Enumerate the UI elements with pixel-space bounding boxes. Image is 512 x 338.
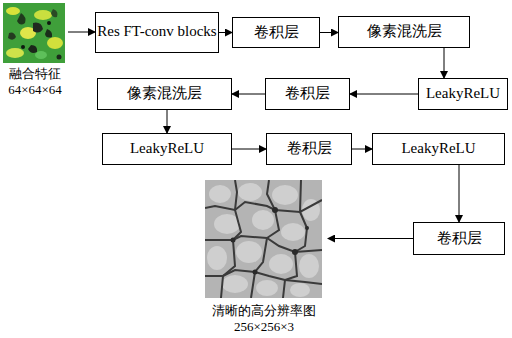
output-image: 清晰的高分辨率图256×256×3 [200, 180, 328, 335]
feature-input: 融合特征64×64×64 [2, 2, 68, 98]
box-label: LeakyReLU [401, 140, 475, 157]
conv-layer: 卷积层 [266, 133, 352, 165]
conv-layer: 卷积层 [413, 222, 505, 255]
box-label: 卷积层 [254, 24, 299, 41]
box-label: 卷积层 [437, 230, 482, 247]
box-label: LeakyReLU [426, 85, 500, 102]
fused-feature-map [3, 3, 65, 63]
res-block: Res FT-conv blocks [95, 12, 219, 53]
box-label: 像素混洗层 [367, 23, 442, 40]
activation-box: LeakyReLU [418, 78, 508, 110]
flow-arrow [232, 149, 266, 150]
flow-arrow [232, 94, 265, 95]
flow-arrow [68, 32, 95, 33]
conv-layer: 卷积层 [232, 17, 320, 48]
pixel-shuffle: 像素混洗层 [97, 78, 232, 110]
pixel-shuffle: 像素混洗层 [338, 16, 470, 48]
flow-arrow [219, 32, 232, 33]
activation-box: LeakyReLU [372, 133, 505, 165]
box-label: 卷积层 [287, 140, 332, 157]
box-label: LeakyReLU [130, 140, 204, 157]
flow-arrow [350, 94, 418, 95]
flow-arrow [444, 48, 445, 78]
flow-arrow [320, 32, 338, 33]
solar-granulation-image [205, 180, 322, 298]
image-caption: 清晰的高分辨率图 [212, 303, 316, 319]
box-label: 卷积层 [285, 85, 330, 102]
flow-arrow [167, 110, 168, 133]
image-caption: 融合特征 [9, 66, 61, 82]
flow-arrow [352, 149, 372, 150]
image-caption: 256×256×3 [234, 319, 294, 335]
conv-layer: 卷积层 [265, 78, 350, 110]
image-caption: 64×64×64 [8, 82, 62, 98]
box-label: 像素混洗层 [127, 85, 202, 102]
flow-arrow [459, 165, 460, 222]
box-label: Res FT-conv blocks [97, 23, 216, 40]
flow-arrow [328, 238, 413, 239]
activation-box: LeakyReLU [102, 133, 232, 165]
